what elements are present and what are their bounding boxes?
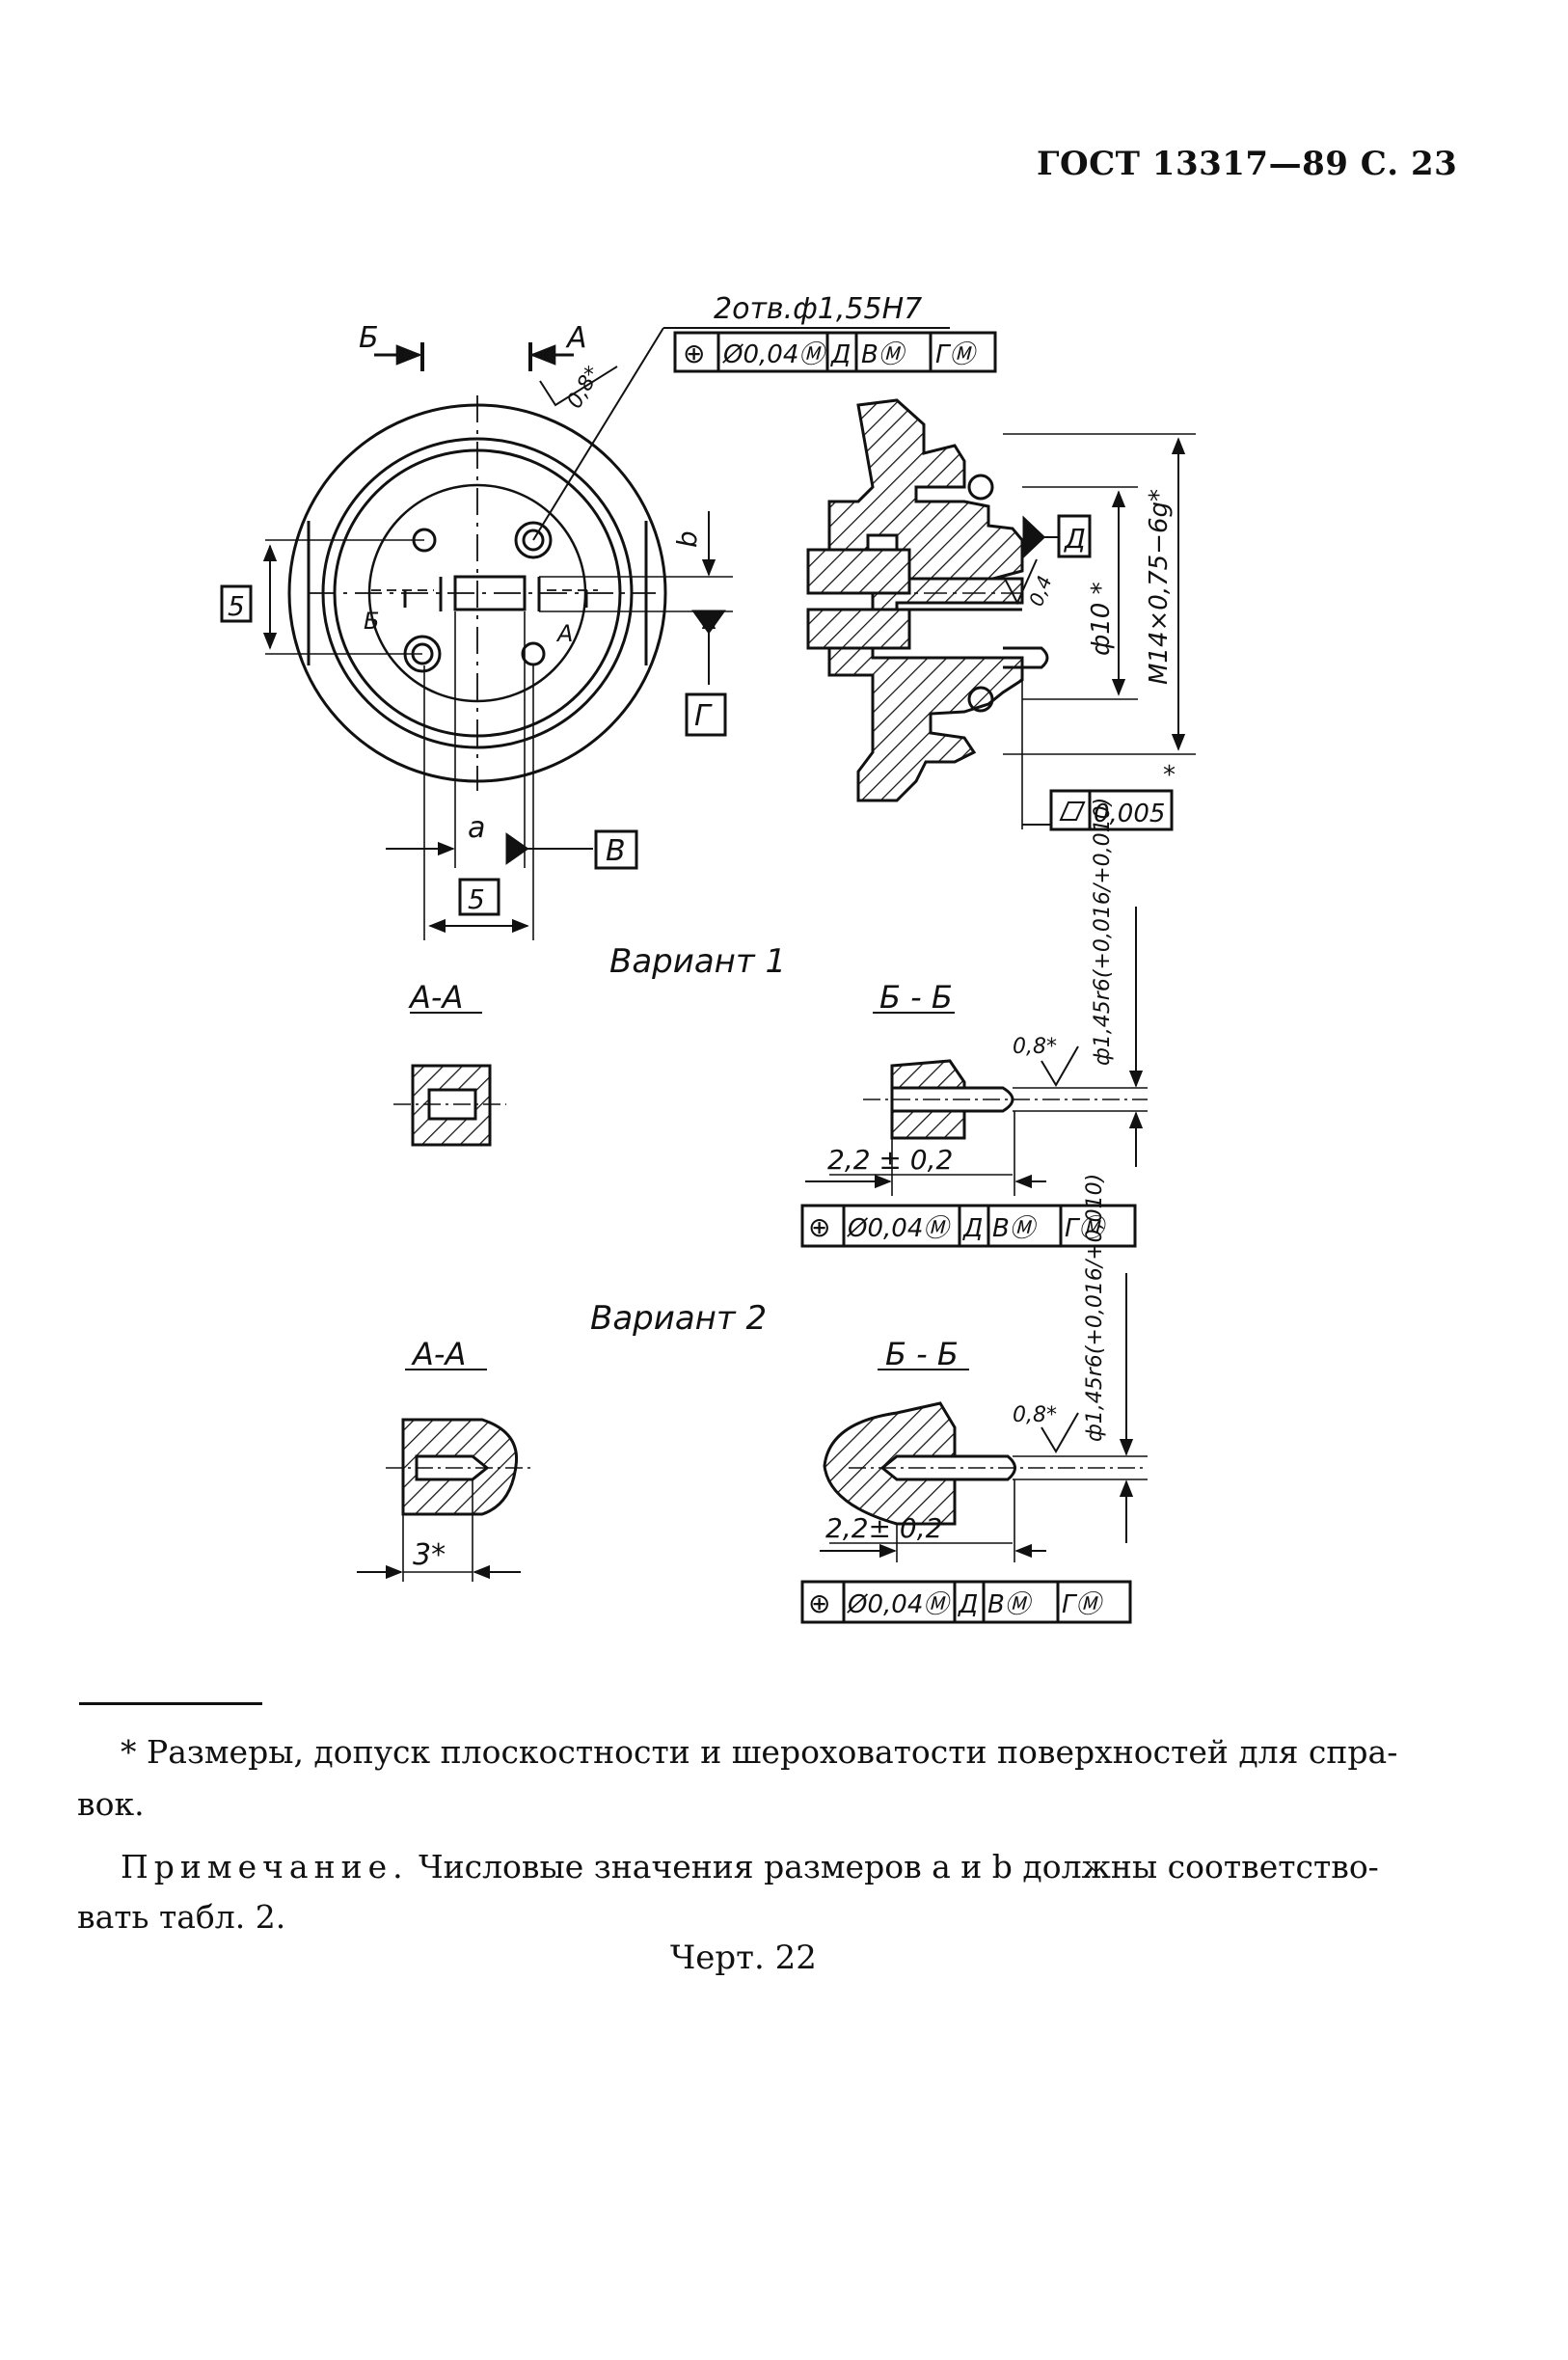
- variant1-fit: ф1,45r6(+0,016/+0,010): [1091, 798, 1115, 1066]
- datum-box-V: [594, 829, 638, 870]
- hole-bottom-right: [521, 641, 546, 666]
- variant1-AA: А-А: [408, 979, 463, 1016]
- side-star: *: [1163, 761, 1176, 790]
- variant2-fit: ф1,45r6(+0,016/+0,010): [1083, 1174, 1107, 1442]
- variant1-roughness: 0,8*: [1013, 1035, 1057, 1059]
- variant2-dim-len: 2,2± 0,2: [825, 1512, 942, 1544]
- variant2-AA: А-А: [411, 1336, 466, 1372]
- flatness-value: 0,005: [1094, 800, 1165, 828]
- datum-D: Д: [1063, 523, 1086, 555]
- tolerance-frame-top: [673, 331, 997, 373]
- variant2-frame-G: ГⓂ: [1062, 1590, 1104, 1619]
- variant1-dim-len: 2,2 ± 0,2: [827, 1144, 953, 1176]
- variant2-BB: Б - Б: [885, 1336, 959, 1372]
- side-section-view: [806, 398, 1196, 831]
- variant2-frame-V: ВⓂ: [987, 1590, 1034, 1619]
- datum-box-5-left: [220, 584, 253, 623]
- variant2-section-BB: [820, 1273, 1148, 1562]
- section-mark-A: А: [565, 321, 587, 355]
- variant1-frame: [800, 1204, 1137, 1248]
- variant2-frame-pos: ⊕: [808, 1587, 830, 1619]
- front-view: [262, 327, 950, 940]
- frame-top-D: Д: [830, 340, 851, 369]
- dim-5-left: 5: [228, 590, 245, 622]
- note-line1: Числовые значения размеров a и b должны …: [408, 1848, 1379, 1885]
- page-header: ГОСТ 13317—89 С. 23: [1037, 145, 1458, 183]
- variant2-section-AA: [357, 1369, 530, 1582]
- section-mark-B: Б: [359, 321, 379, 355]
- technical-drawing: 2отв.ф1,55Н7 Б А 0,8* 5 Б А b a В Г 5 ⊕ …: [220, 292, 1196, 1624]
- variant2-roughness: 0,8*: [1013, 1403, 1057, 1427]
- roughness-top: 0,8*: [563, 363, 607, 413]
- footnote: * Размеры, допуск плоскостности и шерохо…: [77, 1726, 1408, 1823]
- variant2-dim-3: 3*: [413, 1538, 446, 1572]
- datum-V: В: [606, 834, 626, 868]
- footnote-divider: [79, 1702, 262, 1705]
- variant1-section-BB: [805, 907, 1148, 1196]
- frame-top-G: ГⓂ: [935, 340, 978, 369]
- dim-a: a: [468, 811, 485, 845]
- hole-callout: 2отв.ф1,55Н7: [714, 292, 922, 326]
- frame-top-V: ВⓂ: [861, 340, 907, 369]
- datum-box-D: [1057, 514, 1092, 558]
- variant1-frame-V: ВⓂ: [992, 1214, 1039, 1243]
- variant2-frame: [800, 1580, 1132, 1624]
- note: Примечание. Числовые значения размеров a…: [77, 1842, 1408, 1942]
- dim-b: b: [671, 530, 703, 548]
- variant1-frame-D: Д: [962, 1214, 983, 1243]
- variant2-frame-tol: Ø0,04Ⓜ: [847, 1590, 952, 1619]
- small-A: А: [555, 620, 573, 647]
- footnote-line1: * Размеры, допуск плоскостности и шерохо…: [121, 1733, 1398, 1771]
- dim-thread: М14×0,75−6g*: [1145, 489, 1174, 685]
- variant1-frame-tol: Ø0,04Ⓜ: [847, 1214, 952, 1243]
- note-line2: вать табл. 2.: [77, 1898, 286, 1936]
- frame-top-pos: ⊕: [683, 338, 705, 369]
- variant1-frame-pos: ⊕: [808, 1211, 830, 1243]
- variant2-frame-D: Д: [958, 1590, 978, 1619]
- small-B: Б: [364, 608, 379, 635]
- frame-top-tol: Ø0,04Ⓜ: [722, 340, 827, 369]
- flatness-frame: [1049, 789, 1174, 831]
- variant1-section-AA: [393, 1012, 506, 1147]
- hole-top-right: [514, 521, 553, 559]
- dim-5-bottom: 5: [468, 883, 485, 915]
- variant1-frame-G: ГⓂ: [1065, 1214, 1107, 1243]
- datum-G: Г: [694, 699, 713, 733]
- figure-caption: Черт. 22: [670, 1939, 817, 1977]
- variant2-title: Вариант 2: [590, 1299, 767, 1338]
- datum-box-5-bottom: [458, 878, 500, 916]
- variant1-title: Вариант 1: [609, 942, 786, 981]
- footnote-line2: вок.: [77, 1785, 145, 1823]
- variant1-BB: Б - Б: [879, 979, 953, 1016]
- datum-box-G: [685, 692, 727, 737]
- note-label: Примечание.: [121, 1848, 409, 1885]
- central-slot: [453, 575, 527, 611]
- dim-phi10: ф10 *: [1087, 582, 1116, 656]
